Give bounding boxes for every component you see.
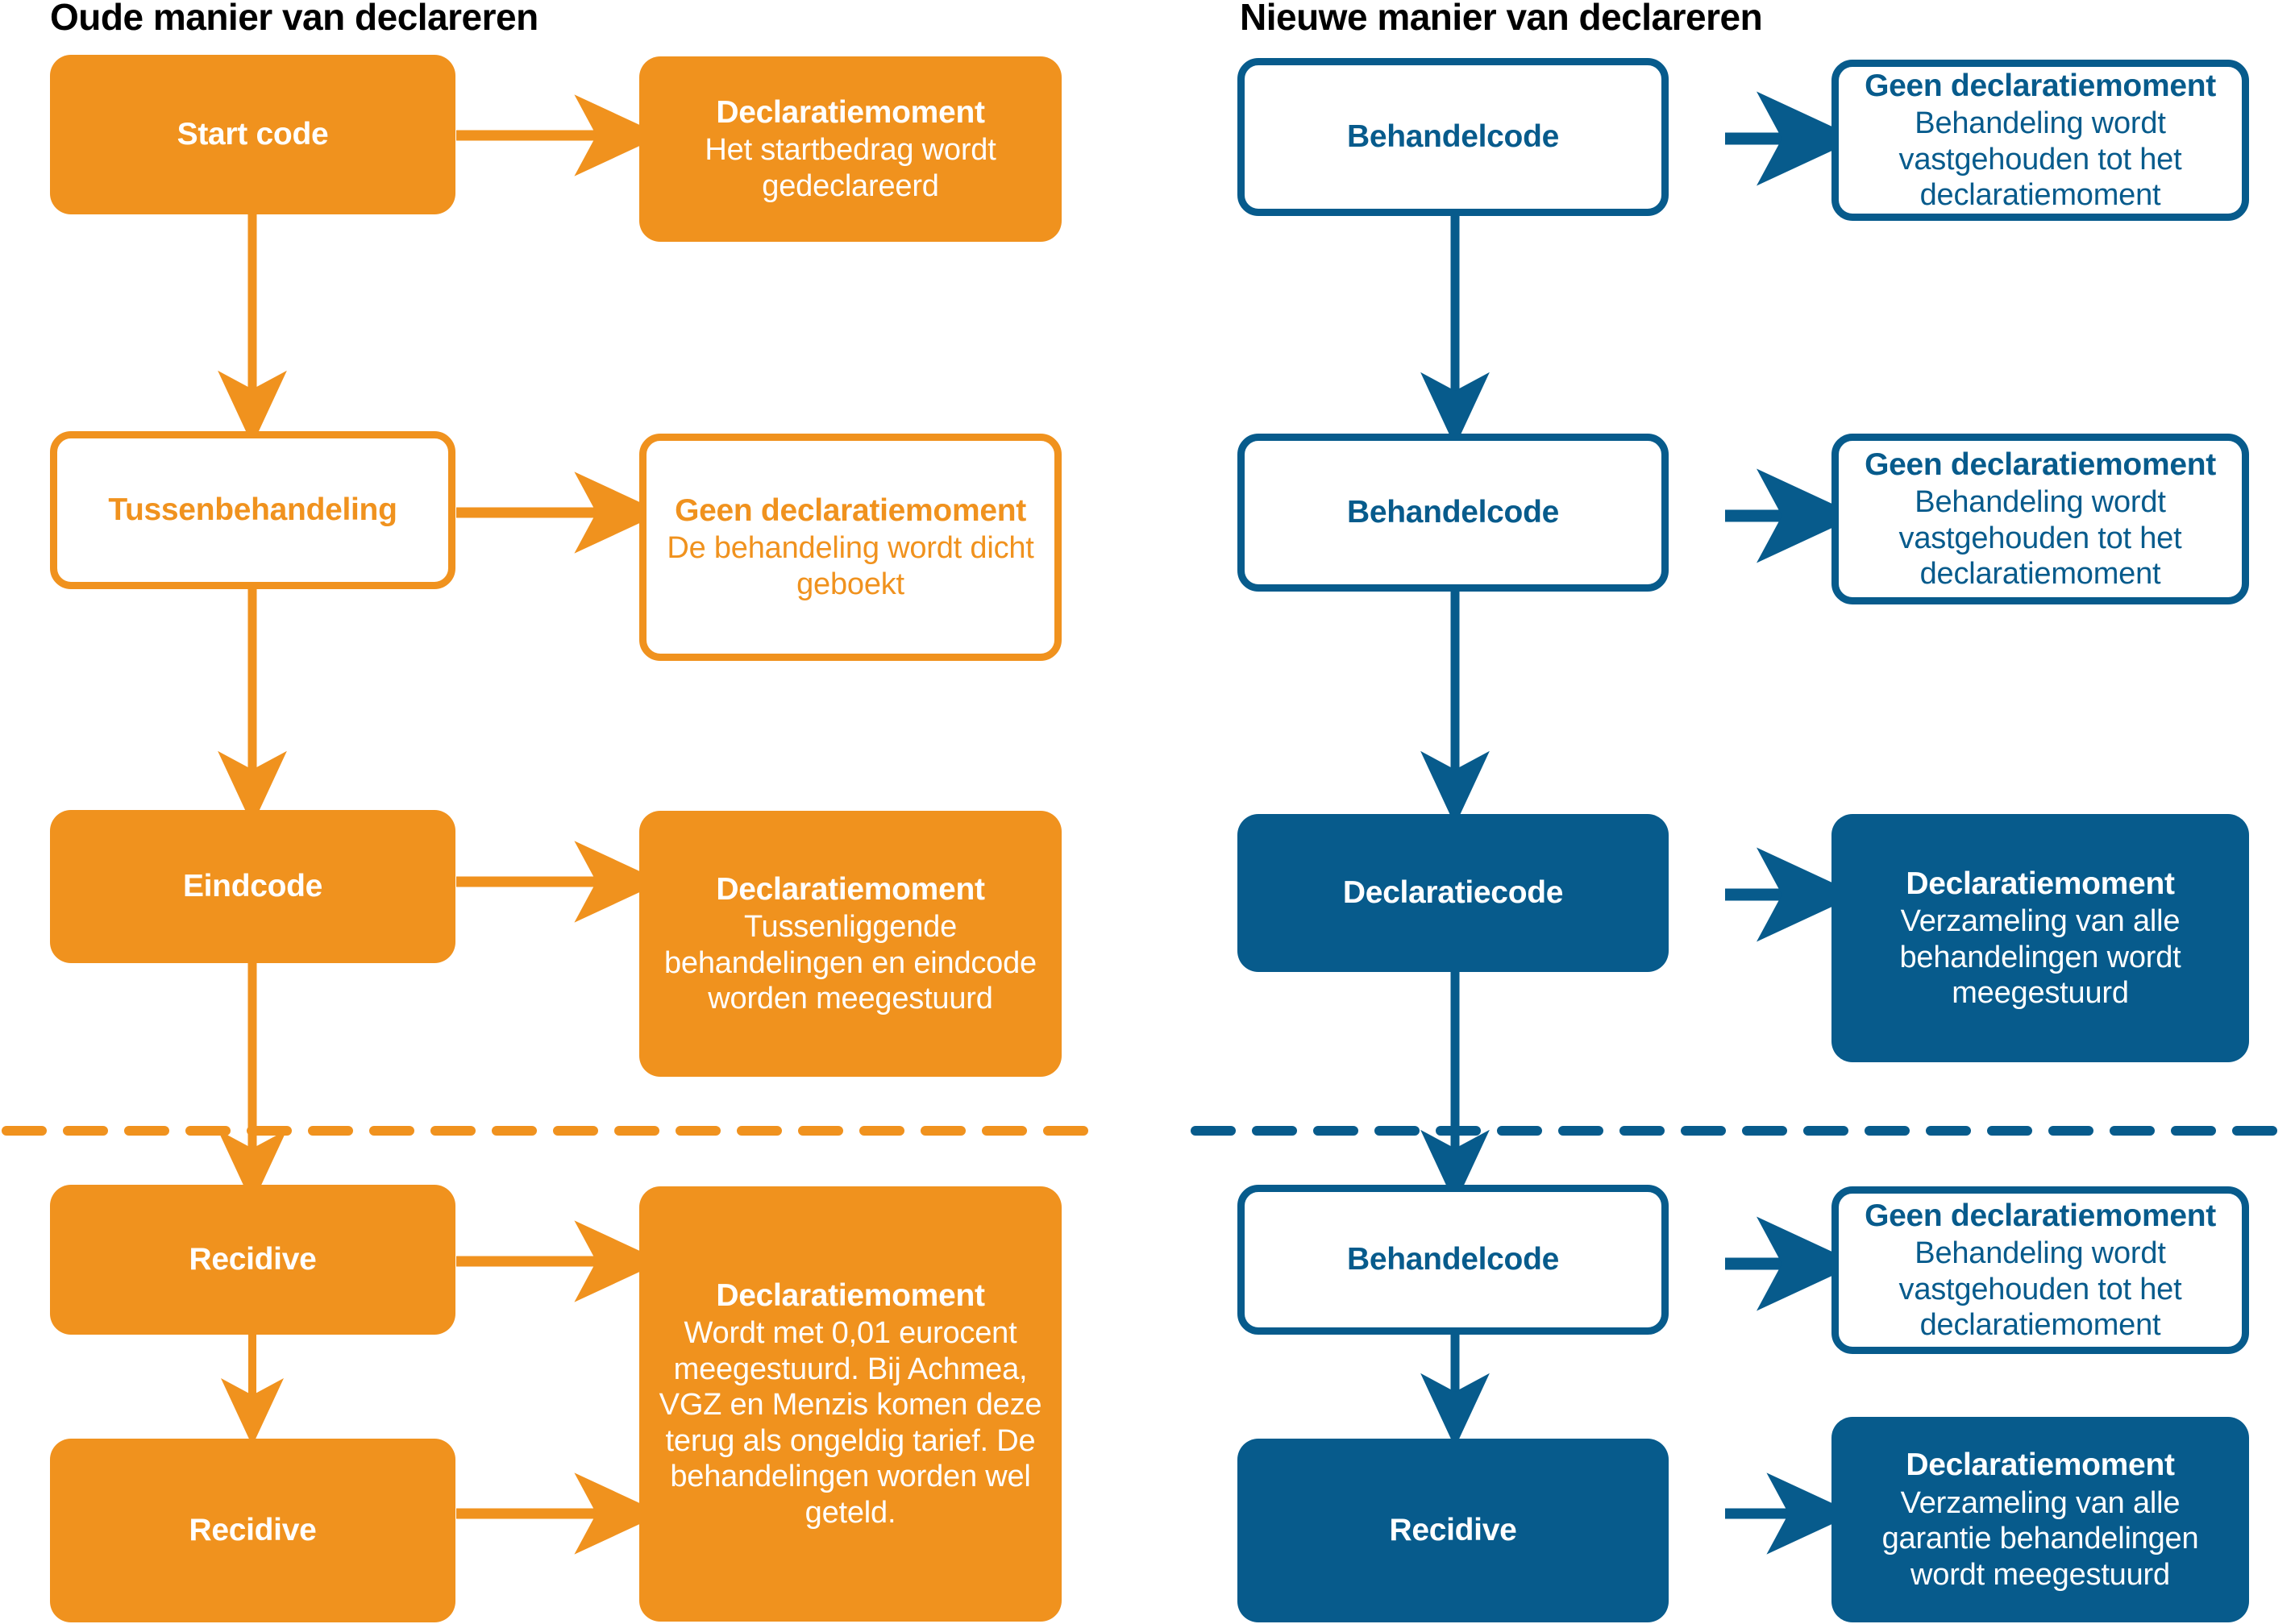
note-body: Verzameling van alle garantie behandelin… (1881, 1485, 2199, 1592)
node-label: Tussenbehandeling (108, 492, 397, 528)
note-old-3[interactable]: Declaratiemoment Tussenliggende behandel… (639, 811, 1062, 1077)
note-body: Tussenliggende behandelingen en eindcode… (664, 910, 1037, 1016)
note-new-5[interactable]: Declaratiemoment Verzameling van alle ga… (1831, 1417, 2249, 1622)
note-title: Declaratiemoment (716, 871, 985, 907)
note-title: Declaratiemoment (716, 94, 985, 130)
note-body: Verzameling van alle behandelingen wordt… (1899, 904, 2181, 1011)
node-old-code-4[interactable]: Recidive (50, 1185, 455, 1335)
note-body: Behandeling wordt vastgehouden tot het d… (1898, 106, 2182, 213)
note-title: Geen declaratiemoment (1865, 1198, 2216, 1233)
node-label: Behandelcode (1347, 1242, 1559, 1277)
node-label: Behandelcode (1347, 119, 1559, 155)
note-body: Het startbedrag wordt gedeclareerd (705, 133, 996, 203)
node-new-code-4[interactable]: Behandelcode (1237, 1185, 1669, 1335)
note-body: Wordt met 0,01 eurocent meegestuurd. Bij… (659, 1316, 1042, 1530)
node-old-code-1[interactable]: Start code (50, 55, 455, 214)
note-old-4[interactable]: Declaratiemoment Wordt met 0,01 eurocent… (639, 1186, 1062, 1622)
node-new-code-2[interactable]: Behandelcode (1237, 434, 1669, 592)
node-old-code-5[interactable]: Recidive (50, 1439, 455, 1622)
note-body: Behandeling wordt vastgehouden tot het d… (1898, 485, 2182, 592)
note-title: Geen declaratiemoment (675, 492, 1026, 528)
node-new-code-3[interactable]: Declaratiecode (1237, 814, 1669, 972)
node-label: Recidive (189, 1513, 317, 1548)
node-label: Recidive (1389, 1513, 1517, 1548)
note-new-2[interactable]: Geen declaratiemoment Behandeling wordt … (1831, 434, 2249, 604)
node-label: Behandelcode (1347, 495, 1559, 530)
note-new-1[interactable]: Geen declaratiemoment Behandeling wordt … (1831, 60, 2249, 221)
note-old-2[interactable]: Geen declaratiemoment De behandeling wor… (639, 434, 1062, 661)
node-new-code-5[interactable]: Recidive (1237, 1439, 1669, 1622)
column-title-old: Oude manier van declareren (50, 0, 538, 38)
note-new-3[interactable]: Declaratiemoment Verzameling van alle be… (1831, 814, 2249, 1062)
node-old-code-2[interactable]: Tussenbehandeling (50, 431, 455, 589)
note-body: Behandeling wordt vastgehouden tot het d… (1898, 1236, 2182, 1343)
note-old-1[interactable]: Declaratiemoment Het startbedrag wordt g… (639, 56, 1062, 242)
note-body: De behandeling wordt dicht geboekt (667, 531, 1034, 601)
node-new-code-1[interactable]: Behandelcode (1237, 58, 1669, 216)
node-label: Eindcode (182, 869, 323, 904)
node-old-code-3[interactable]: Eindcode (50, 810, 455, 963)
note-title: Geen declaratiemoment (1865, 446, 2216, 482)
note-title: Declaratiemoment (1906, 866, 2175, 901)
node-label: Recidive (189, 1242, 317, 1277)
node-label: Start code (177, 117, 329, 152)
note-title: Declaratiemoment (1906, 1447, 2175, 1482)
note-new-4[interactable]: Geen declaratiemoment Behandeling wordt … (1831, 1186, 2249, 1354)
column-title-new: Nieuwe manier van declareren (1240, 0, 1763, 38)
note-title: Declaratiemoment (716, 1277, 985, 1313)
note-title: Geen declaratiemoment (1865, 68, 2216, 103)
node-label: Declaratiecode (1342, 875, 1564, 911)
